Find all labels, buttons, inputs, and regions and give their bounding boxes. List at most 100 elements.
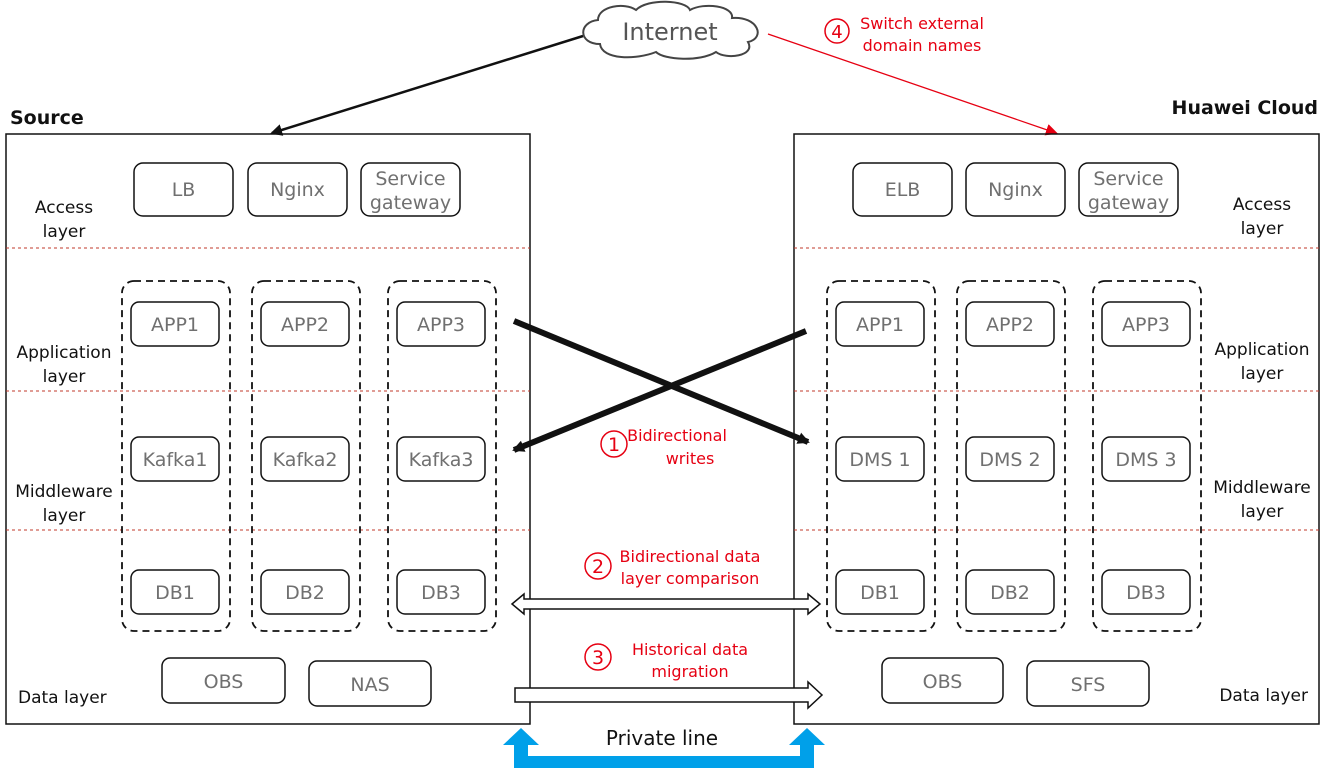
cloud-panel: Access layer Application layer Middlewar… [793, 133, 1320, 725]
cloud-application-layer-line-2: layer [1241, 364, 1284, 384]
step-1-label: 1 Bidirectional writes [600, 426, 727, 468]
source-kafka2-label: Kafka2 [273, 449, 338, 471]
cloud-dms3-box [1101, 436, 1191, 482]
cloud-sfs-label: SFS [1071, 674, 1106, 696]
cloud-db2-box [965, 569, 1055, 615]
cloud-middleware-layer-line-2: layer [1241, 502, 1284, 522]
step-3-line-2: migration [651, 662, 728, 681]
source-middleware-layer-line-1: Middleware [15, 482, 113, 502]
source-obs-label: OBS [204, 671, 244, 693]
source-db2-box [260, 569, 350, 615]
cloud-column-3 [1092, 280, 1202, 632]
source-nas-box [308, 660, 432, 707]
source-panel: Access layer Application layer Middlewar… [5, 133, 531, 725]
cloud-service-gateway-line-2: gateway [1088, 192, 1169, 214]
private-line-label: Private line [606, 726, 718, 750]
cloud-db3-box [1101, 569, 1191, 615]
cloud-column-1 [826, 280, 936, 632]
step-4-label: 4 Switch external domain names [824, 14, 984, 55]
internet-to-source-arrow [270, 34, 584, 136]
cloud-data-layer: Data layer [1219, 686, 1308, 706]
source-lb-box [133, 162, 234, 217]
step-4-line-2: domain names [863, 36, 982, 55]
step-3-number: 3 [592, 647, 604, 669]
source-access-layer-line-1: Access [35, 198, 93, 218]
cloud-obs-box [881, 657, 1004, 704]
source-kafka3-box [396, 436, 486, 482]
step-3-line-1: Historical data [632, 640, 748, 659]
cloud-service-gateway-line-1: Service [1093, 168, 1163, 190]
step-2-badge [584, 552, 612, 580]
cloud-app3-box [1101, 301, 1191, 347]
cloud-db1-label: DB1 [860, 582, 900, 604]
source-app3-label: APP3 [417, 314, 465, 336]
step-4-line-1: Switch external [860, 14, 984, 33]
source-kafka2-box [260, 436, 350, 482]
cloud-icon [582, 0, 759, 60]
cloud-nginx-label: Nginx [988, 179, 1043, 201]
migration-hollow-arrow [514, 680, 824, 710]
source-nginx-box [247, 162, 348, 217]
source-app3-box [396, 301, 486, 347]
internet-to-cloud-arrow [767, 33, 1058, 136]
cloud-db3-label: DB3 [1126, 582, 1166, 604]
source-column-1 [121, 280, 231, 632]
source-title: Source [10, 107, 84, 129]
cloud-dms1-label: DMS 1 [849, 449, 910, 471]
cloud-dms3-label: DMS 3 [1115, 449, 1176, 471]
source-service-gateway-line-1: Service [375, 168, 445, 190]
step-4-badge [824, 18, 850, 44]
cloud-app1-label: APP1 [856, 314, 904, 336]
cloud-dms2-box [965, 436, 1055, 482]
internet-label: Internet [622, 18, 717, 46]
step-1-line-2: writes [666, 449, 715, 468]
source-middleware-layer-line-2: layer [43, 506, 86, 526]
source-service-gateway-box [360, 162, 461, 217]
source-kafka3-label: Kafka3 [409, 449, 474, 471]
step-2-label: 2 Bidirectional data layer comparison [584, 547, 760, 588]
cloud-dms1-box [835, 436, 925, 482]
cloud-db2-label: DB2 [990, 582, 1030, 604]
cloud-access-layer-line-1: Access [1233, 195, 1291, 215]
step-3-badge [584, 643, 612, 671]
source-db3-label: DB3 [421, 582, 461, 604]
source-column-3 [387, 280, 497, 632]
source-lb-label: LB [172, 179, 196, 201]
write-arrow-source-to-cloud [512, 318, 810, 445]
cloud-dms2-label: DMS 2 [979, 449, 1040, 471]
source-app2-box [260, 301, 350, 347]
cloud-title: Huawei Cloud [1172, 97, 1318, 119]
source-app1-box [130, 301, 220, 347]
internet-cloud: Internet [582, 0, 759, 60]
cloud-obs-label: OBS [923, 671, 963, 693]
source-frame [5, 133, 531, 725]
cloud-app3-label: APP3 [1122, 314, 1170, 336]
private-line-connector: Private line [503, 726, 825, 768]
cloud-nginx-box [965, 162, 1066, 217]
private-line-path [514, 745, 814, 768]
source-nas-label: NAS [350, 674, 389, 696]
cloud-app2-box [965, 301, 1055, 347]
source-data-layer: Data layer [18, 688, 107, 708]
source-kafka1-label: Kafka1 [143, 449, 208, 471]
step-3-label: 3 Historical data migration [584, 640, 748, 681]
cloud-elb-label: ELB [885, 179, 921, 201]
step-2-number: 2 [592, 556, 604, 578]
source-db2-label: DB2 [285, 582, 325, 604]
cloud-app2-label: APP2 [986, 314, 1034, 336]
source-application-layer-line-2: layer [43, 367, 86, 387]
source-db3-box [396, 569, 486, 615]
comparison-double-arrow [510, 592, 822, 616]
cloud-column-2 [956, 280, 1066, 632]
step-1-badge [600, 430, 628, 458]
source-kafka1-box [130, 436, 220, 482]
source-db1-box [130, 569, 220, 615]
source-nginx-label: Nginx [270, 179, 325, 201]
write-arrow-cloud-to-source [512, 328, 808, 453]
private-line-right-arrowhead [789, 728, 825, 745]
step-1-line-1: Bidirectional [627, 426, 727, 445]
cloud-elb-box [852, 162, 953, 217]
cloud-application-layer-line-1: Application [1215, 340, 1310, 360]
cloud-service-gateway-box [1078, 162, 1179, 217]
